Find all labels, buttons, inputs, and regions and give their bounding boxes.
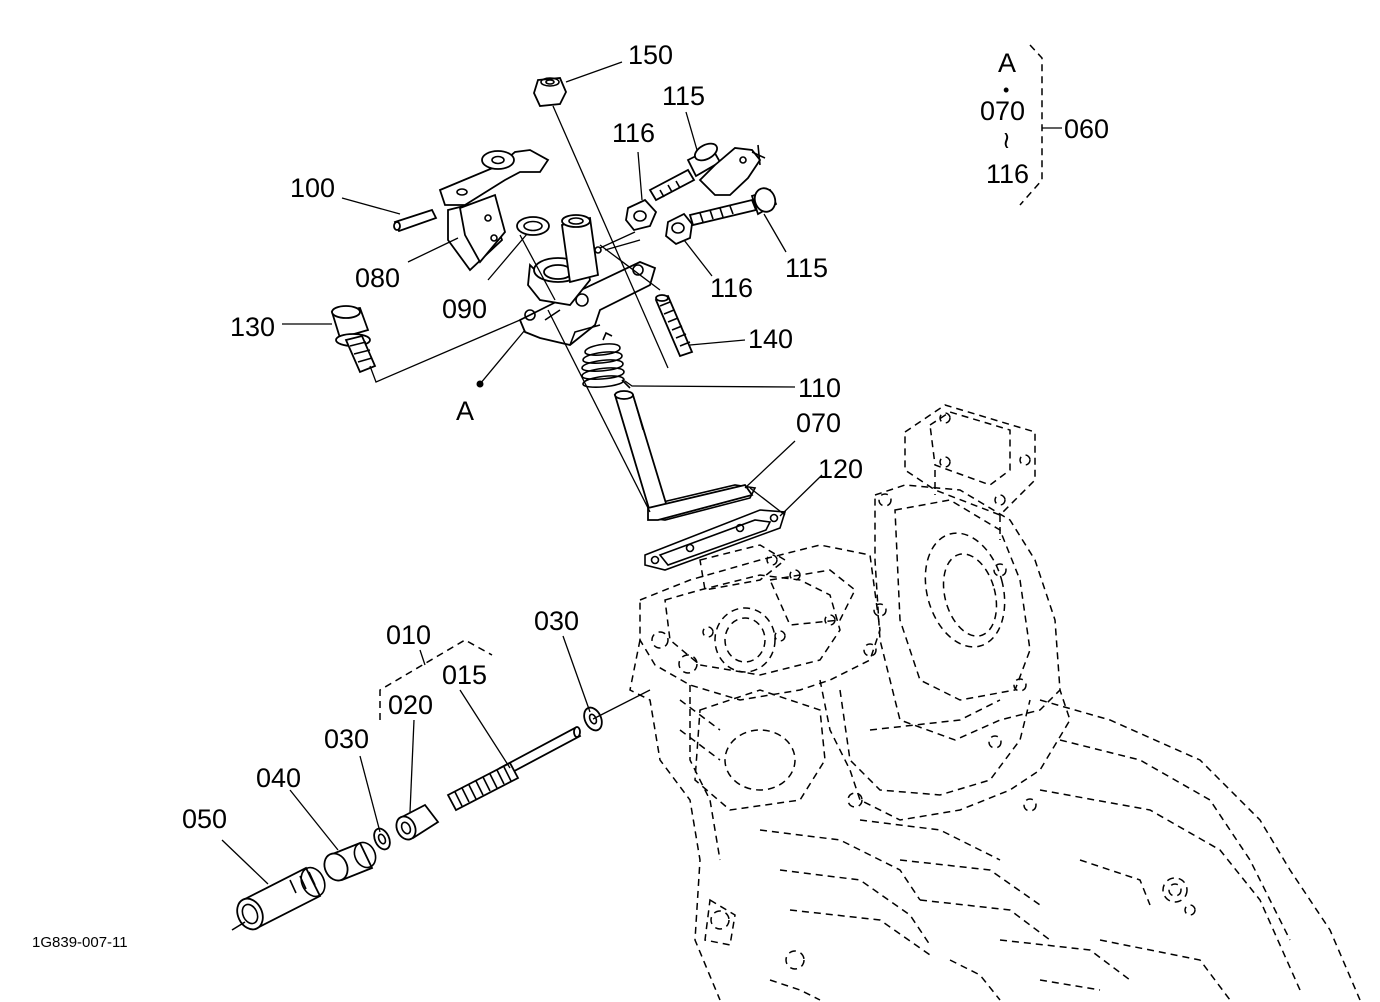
nut-020: [395, 803, 440, 841]
group-bracket-010: [379, 639, 493, 720]
callout-080: 080: [355, 263, 400, 293]
bracket-plate-115: [698, 144, 766, 196]
callout-115-lower: 115: [785, 253, 828, 283]
gasket-120: [644, 509, 787, 571]
legend-ref: A: [998, 48, 1016, 78]
callout-015: 015: [442, 660, 487, 690]
nut-150: [533, 77, 567, 107]
callout-a: A: [456, 396, 474, 426]
callout-090: 090: [442, 294, 487, 324]
legend-from: 070: [980, 96, 1025, 126]
governor-shaft-110: [613, 390, 754, 521]
callout-010: 010: [386, 620, 431, 650]
leader-lines: [221, 61, 823, 885]
callout-150: 150: [628, 40, 673, 70]
nut-116-upper: [625, 198, 658, 232]
callout-140: 140: [748, 324, 793, 354]
callout-116-upper: 116: [612, 118, 655, 148]
callout-030-lower: 030: [324, 724, 369, 754]
callout-110: 110: [798, 373, 841, 403]
callout-020: 020: [388, 690, 433, 720]
pin-100: [393, 208, 438, 233]
bolt-130: [330, 305, 377, 374]
washer-030-lower: [373, 827, 391, 851]
bolt-115-upper: [648, 142, 722, 202]
legend-bracket: [1019, 44, 1062, 206]
sleeve-050: [231, 866, 326, 931]
lever-bracket: [518, 214, 657, 346]
callout-116-lower: 116: [710, 273, 753, 303]
cap-040: [323, 841, 377, 882]
legend-dot: •: [1003, 80, 1009, 100]
axis-lines: [369, 105, 786, 720]
callout-030-upper: 030: [534, 606, 579, 636]
legend-range-sign: ≀: [1002, 127, 1011, 154]
callout-040: 040: [256, 763, 301, 793]
spring-015: [446, 761, 520, 812]
legend-to: 116: [986, 159, 1029, 189]
callout-120: 120: [818, 454, 863, 484]
callout-100: 100: [290, 173, 335, 203]
callout-115-upper: 115: [662, 81, 705, 111]
figure-code: 1G839-007-11: [32, 934, 128, 951]
spring-110: [581, 331, 631, 389]
callout-130: 130: [230, 312, 275, 342]
nut-116-lower: [665, 212, 693, 246]
lever-080: [438, 149, 550, 272]
callout-050: 050: [182, 804, 227, 834]
callout-070: 070: [796, 408, 841, 438]
bolt-115-lower: [688, 187, 778, 227]
legend-assembly: 060: [1064, 114, 1109, 144]
washer-090: [516, 216, 550, 236]
stud-140: [654, 294, 694, 358]
engine-block: [629, 404, 1361, 1001]
